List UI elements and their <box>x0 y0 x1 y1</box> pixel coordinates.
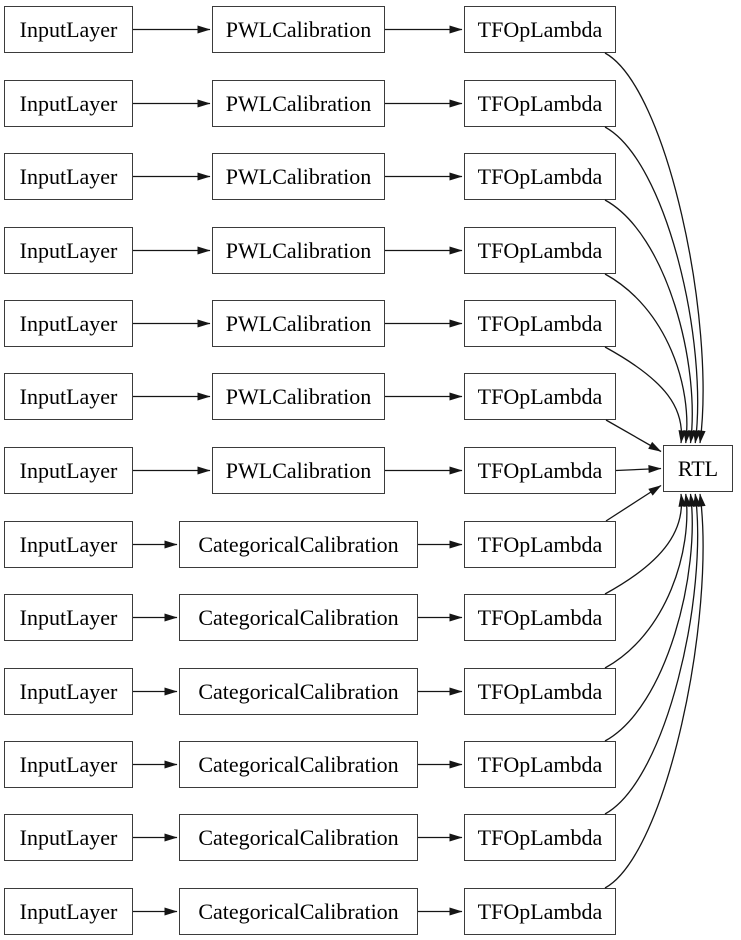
tfop-lambda-node-tf5: TFOpLambda <box>464 300 616 347</box>
pwl-calibration-node-cal7: PWLCalibration <box>212 447 385 494</box>
input-layer-node-in12: InputLayer <box>4 814 133 861</box>
pwl-calibration-node-cal4: PWLCalibration <box>212 227 385 274</box>
input-layer-node-in11: InputLayer <box>4 741 133 788</box>
input-layer-node-in4: InputLayer <box>4 227 133 274</box>
tfop-lambda-node-tf7: TFOpLambda <box>464 447 616 494</box>
tfop-lambda-node-tf3: TFOpLambda <box>464 153 616 200</box>
categorical-calibration-node-cal11: CategoricalCalibration <box>179 741 418 788</box>
rtl-node-rtl: RTL <box>663 445 733 492</box>
input-layer-node-in2: InputLayer <box>4 80 133 127</box>
categorical-calibration-node-cal13: CategoricalCalibration <box>179 888 418 935</box>
tfop-lambda-node-tf6: TFOpLambda <box>464 373 616 420</box>
pwl-calibration-node-cal2: PWLCalibration <box>212 80 385 127</box>
input-layer-node-in3: InputLayer <box>4 153 133 200</box>
input-layer-node-in9: InputLayer <box>4 594 133 641</box>
tfop-lambda-node-tf1: TFOpLambda <box>464 6 616 53</box>
tfop-lambda-node-tf4: TFOpLambda <box>464 227 616 274</box>
input-layer-node-in5: InputLayer <box>4 300 133 347</box>
categorical-calibration-node-cal9: CategoricalCalibration <box>179 594 418 641</box>
input-layer-node-in10: InputLayer <box>4 668 133 715</box>
input-layer-node-in8: InputLayer <box>4 521 133 568</box>
tfop-lambda-node-tf12: TFOpLambda <box>464 814 616 861</box>
input-layer-node-in6: InputLayer <box>4 373 133 420</box>
categorical-calibration-node-cal12: CategoricalCalibration <box>179 814 418 861</box>
categorical-calibration-node-cal10: CategoricalCalibration <box>179 668 418 715</box>
tfop-lambda-node-tf10: TFOpLambda <box>464 668 616 715</box>
tfop-lambda-node-tf8: TFOpLambda <box>464 521 616 568</box>
categorical-calibration-node-cal8: CategoricalCalibration <box>179 521 418 568</box>
tfop-lambda-node-tf11: TFOpLambda <box>464 741 616 788</box>
input-layer-node-in1: InputLayer <box>4 6 133 53</box>
pwl-calibration-node-cal6: PWLCalibration <box>212 373 385 420</box>
tfop-lambda-node-tf13: TFOpLambda <box>464 888 616 935</box>
tfop-lambda-node-tf9: TFOpLambda <box>464 594 616 641</box>
pwl-calibration-node-cal1: PWLCalibration <box>212 6 385 53</box>
input-layer-node-in7: InputLayer <box>4 447 133 494</box>
input-layer-node-in13: InputLayer <box>4 888 133 935</box>
pwl-calibration-node-cal3: PWLCalibration <box>212 153 385 200</box>
tfop-lambda-node-tf2: TFOpLambda <box>464 80 616 127</box>
pwl-calibration-node-cal5: PWLCalibration <box>212 300 385 347</box>
